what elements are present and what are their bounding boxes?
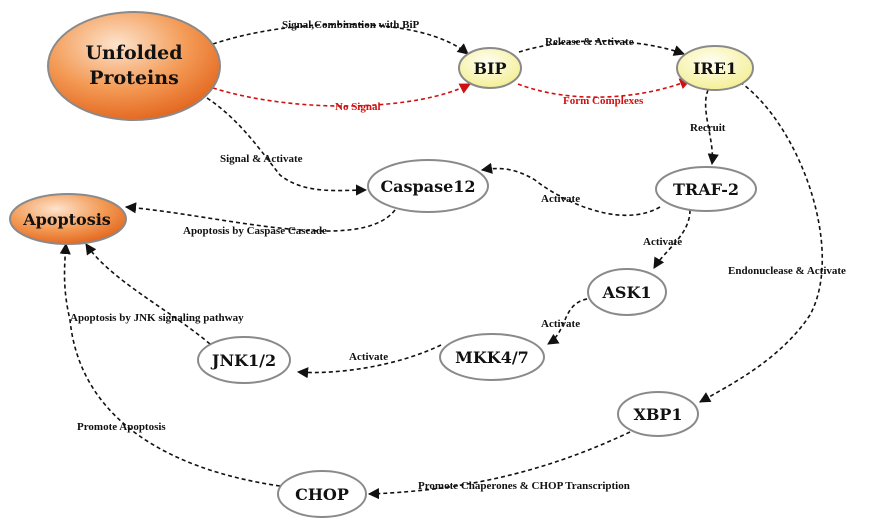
node-traf2-label: TRAF-2 bbox=[673, 180, 739, 199]
node-mkk47: MKK4/7 bbox=[439, 333, 545, 381]
label-endonuclease: Endonuclease & Activate bbox=[728, 265, 846, 277]
edge-ire1-xbp1 bbox=[699, 81, 824, 403]
node-jnk12: JNK1/2 bbox=[197, 336, 291, 384]
node-caspase12-label: Caspase12 bbox=[380, 177, 475, 196]
node-unfolded-proteins: Unfolded Proteins bbox=[47, 11, 221, 121]
edges bbox=[59, 23, 824, 500]
node-bip: BIP bbox=[458, 47, 522, 89]
edge-jnk-apoptosis bbox=[85, 243, 211, 345]
node-traf2: TRAF-2 bbox=[655, 166, 757, 212]
node-ire1: IRE1 bbox=[676, 45, 754, 91]
label-caspase-cascade: Apoptosis by Caspase Cascade bbox=[183, 225, 327, 237]
edge-traf2-ask1 bbox=[653, 209, 691, 269]
edge-unfolded-caspase bbox=[206, 97, 368, 196]
label-traf2-ask1-activate: Activate bbox=[643, 236, 682, 248]
node-unfolded-line1: Unfolded bbox=[85, 42, 182, 64]
node-apoptosis: Apoptosis bbox=[9, 193, 127, 245]
node-chop-label: CHOP bbox=[295, 485, 349, 504]
label-ask1-mkk47-activate: Activate bbox=[541, 318, 580, 330]
label-mkk47-jnk-activate: Activate bbox=[349, 351, 388, 363]
label-form-complexes: Form Complexes bbox=[563, 95, 644, 107]
node-mkk47-label: MKK4/7 bbox=[455, 348, 529, 367]
label-unfolded-bip: Signal,Combination with BiP bbox=[282, 19, 420, 31]
node-chop: CHOP bbox=[277, 470, 367, 518]
node-apoptosis-label: Apoptosis bbox=[22, 210, 111, 229]
edge-traf2-caspase bbox=[480, 162, 661, 217]
label-release-activate: Release & Activate bbox=[545, 36, 634, 48]
label-signal-activate: Signal & Activate bbox=[220, 153, 303, 165]
label-recruit: Recruit bbox=[690, 122, 726, 134]
node-ask1-label: ASK1 bbox=[601, 283, 651, 302]
edge-caspase-apoptosis bbox=[124, 202, 396, 232]
edge-unfolded-bip bbox=[212, 23, 469, 55]
edge-chop-apoptosis bbox=[59, 242, 281, 487]
node-bip-label: BIP bbox=[473, 59, 506, 78]
edge-mkk47-jnk bbox=[296, 344, 442, 379]
label-promote-apoptosis: Promote Apoptosis bbox=[77, 421, 166, 433]
node-xbp1-label: XBP1 bbox=[633, 405, 682, 424]
edge-bip-ire1-form bbox=[517, 78, 692, 98]
label-promote-chaperones: Promote Chaperones & CHOP Transcription bbox=[418, 480, 630, 492]
node-ire1-label: IRE1 bbox=[693, 59, 737, 78]
edge-unfolded-bip-nosignal bbox=[212, 83, 471, 107]
edge-ask1-mkk47 bbox=[547, 297, 595, 345]
node-caspase12: Caspase12 bbox=[367, 159, 489, 213]
label-traf2-caspase-activate: Activate bbox=[541, 193, 580, 205]
label-jnk-pathway: Apoptosis by JNK signaling pathway bbox=[70, 312, 244, 324]
node-ask1: ASK1 bbox=[587, 268, 667, 316]
node-jnk12-label: JNK1/2 bbox=[210, 351, 276, 370]
edge-ire1-traf2 bbox=[704, 89, 719, 166]
edge-xbp1-chop bbox=[367, 431, 631, 500]
edge-bip-ire1-release bbox=[518, 40, 686, 56]
node-unfolded-line2: Proteins bbox=[89, 67, 179, 89]
node-xbp1: XBP1 bbox=[617, 391, 699, 437]
label-no-signal: No Signal bbox=[335, 101, 381, 113]
edge-labels: Signal,Combination with BiP No Signal Re… bbox=[70, 19, 846, 492]
